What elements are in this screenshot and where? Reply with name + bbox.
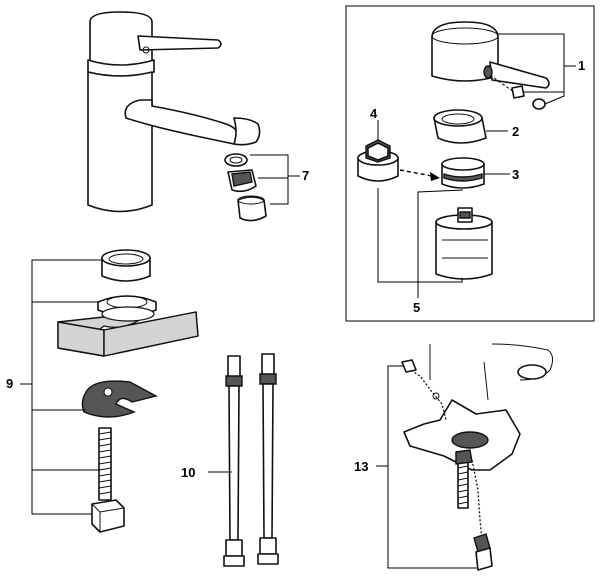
callout-mounting-kit: 9 — [6, 376, 13, 391]
handle-part — [431, 21, 576, 110]
callout-handle: 1 — [578, 58, 585, 73]
detail-box — [345, 5, 595, 322]
faucet-body — [87, 11, 261, 213]
flexible-hoses — [208, 353, 279, 567]
callout-aerator: 7 — [302, 168, 309, 183]
cartridge-tool — [357, 120, 399, 182]
mounting-kit — [20, 249, 199, 533]
callout-cartridge: 5 — [413, 300, 420, 315]
callout-hoses: 10 — [181, 465, 195, 480]
callout-nut: 3 — [512, 167, 519, 182]
cartridge-nut — [441, 157, 510, 189]
callout-cartridge-tool: 4 — [370, 106, 378, 121]
aerator-parts — [224, 153, 300, 222]
cartridge — [435, 207, 493, 280]
pop-up-waste — [376, 343, 554, 571]
callout-pop-up-waste: 13 — [354, 459, 368, 474]
callout-cover-ring: 2 — [512, 124, 519, 139]
cover-ring — [433, 109, 508, 144]
